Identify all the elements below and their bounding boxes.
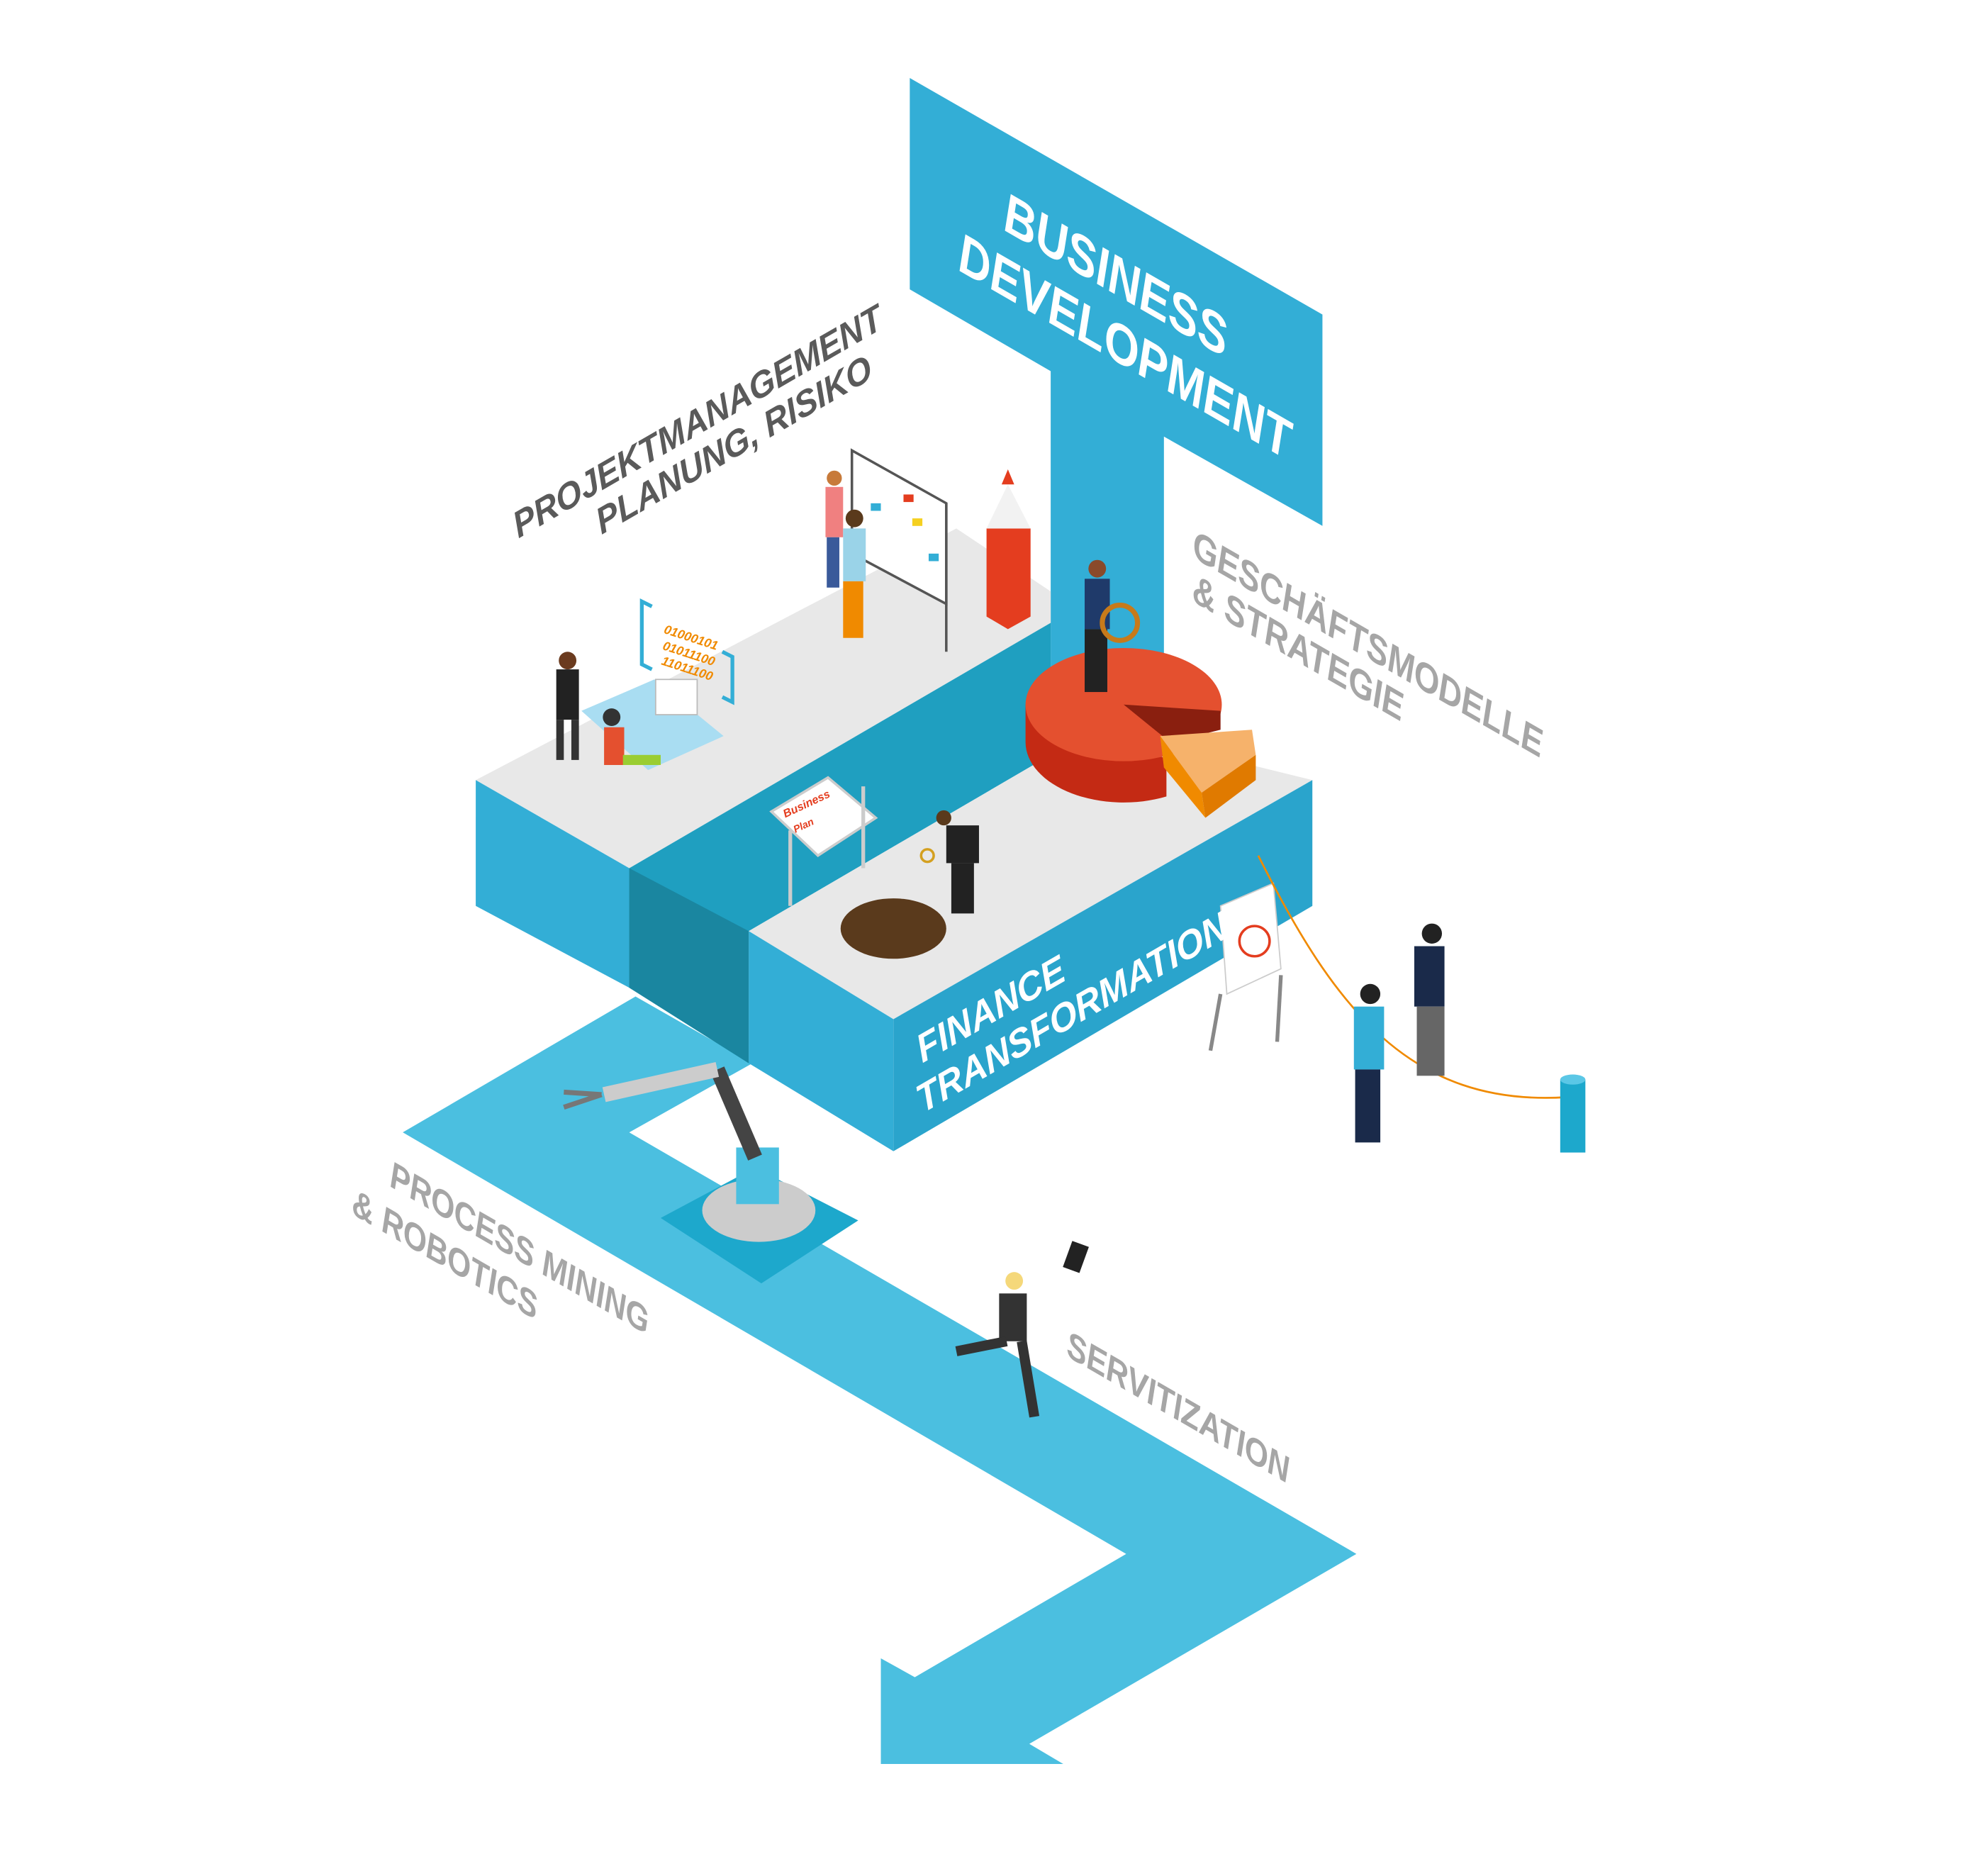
person-walking xyxy=(1414,923,1445,1076)
sticky-note-board xyxy=(850,448,948,652)
person-seated xyxy=(603,708,661,765)
person-woman-board xyxy=(825,470,844,588)
person-with-wheel xyxy=(1085,559,1141,693)
recess-shadow xyxy=(629,868,749,1063)
person-magnifier xyxy=(919,810,979,914)
desk xyxy=(581,679,724,771)
binary-code-display: 01000101 01011100 11011100 xyxy=(639,598,734,705)
person-running xyxy=(955,1241,1089,1418)
hole-icon xyxy=(840,898,946,959)
pencil-icon xyxy=(986,469,1031,630)
people xyxy=(556,470,1445,1418)
pie-chart-icon xyxy=(1025,647,1256,818)
person-man-board xyxy=(843,509,866,638)
robot-arm-icon xyxy=(563,1062,859,1284)
person-blue-shirt xyxy=(1353,983,1385,1143)
left-slab-top xyxy=(476,528,1051,869)
left-slab-front xyxy=(476,780,630,988)
business-plan-board: Business Plan xyxy=(769,776,878,906)
flipchart-easel xyxy=(1208,882,1283,1051)
business-development-banner xyxy=(910,78,1323,730)
post-icon xyxy=(1560,1074,1586,1153)
right-slab-right-face xyxy=(893,780,1313,1151)
path-arrow xyxy=(403,996,1357,1765)
monitor-icon xyxy=(654,679,698,715)
person-standing-office xyxy=(556,652,579,760)
right-slab-left-face xyxy=(749,931,894,1151)
